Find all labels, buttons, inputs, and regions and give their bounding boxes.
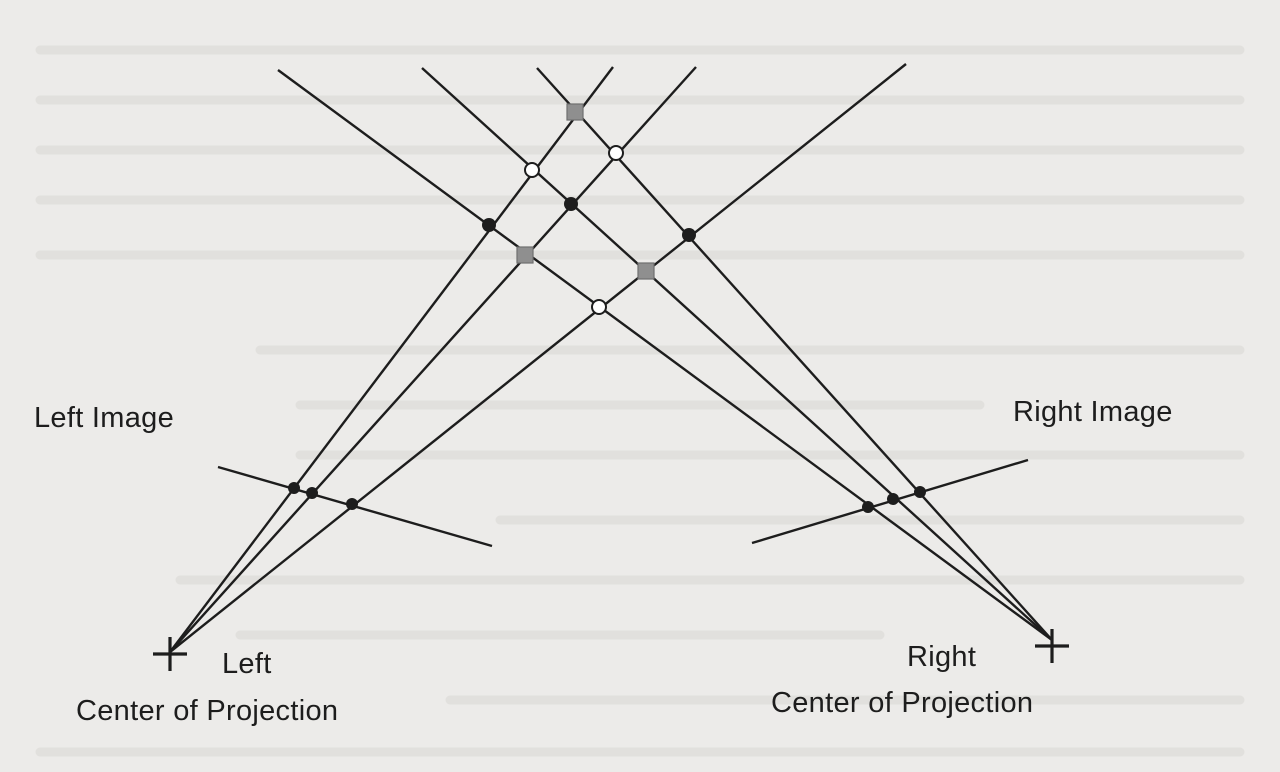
- right-ray-1: [277, 69, 1053, 641]
- right-ray-3: [536, 67, 1053, 641]
- right-cop-label-line2: Center of Projection: [771, 687, 1034, 719]
- right-image-point-3: [914, 486, 926, 498]
- left-ray-2: [169, 66, 697, 653]
- false-match-open-1: [524, 162, 540, 178]
- true-match-point-3: [682, 228, 696, 242]
- left-ray-3: [169, 63, 907, 653]
- left-cop-label-line1: Left: [222, 648, 272, 680]
- left-image-label: Left Image: [34, 402, 175, 434]
- right-image-point-1: [862, 501, 874, 513]
- right-cop-label-line1: Right: [907, 641, 977, 673]
- left-image-point-2: [306, 487, 318, 499]
- right-image-label: Right Image: [1013, 396, 1173, 428]
- true-match-point-1: [482, 218, 496, 232]
- false-match-gray-2: [516, 246, 534, 264]
- true-match-point-2: [564, 197, 578, 211]
- left-ray-1: [169, 66, 614, 653]
- false-match-open-3: [591, 299, 607, 315]
- right-ray-2: [421, 67, 1053, 641]
- left-cop-label-line2: Center of Projection: [76, 695, 339, 727]
- false-match-open-2: [608, 145, 624, 161]
- false-match-gray-3: [637, 262, 655, 280]
- left-image-point-1: [288, 482, 300, 494]
- left-image-point-3: [346, 498, 358, 510]
- right-image-point-2: [887, 493, 899, 505]
- false-match-gray-1: [566, 103, 584, 121]
